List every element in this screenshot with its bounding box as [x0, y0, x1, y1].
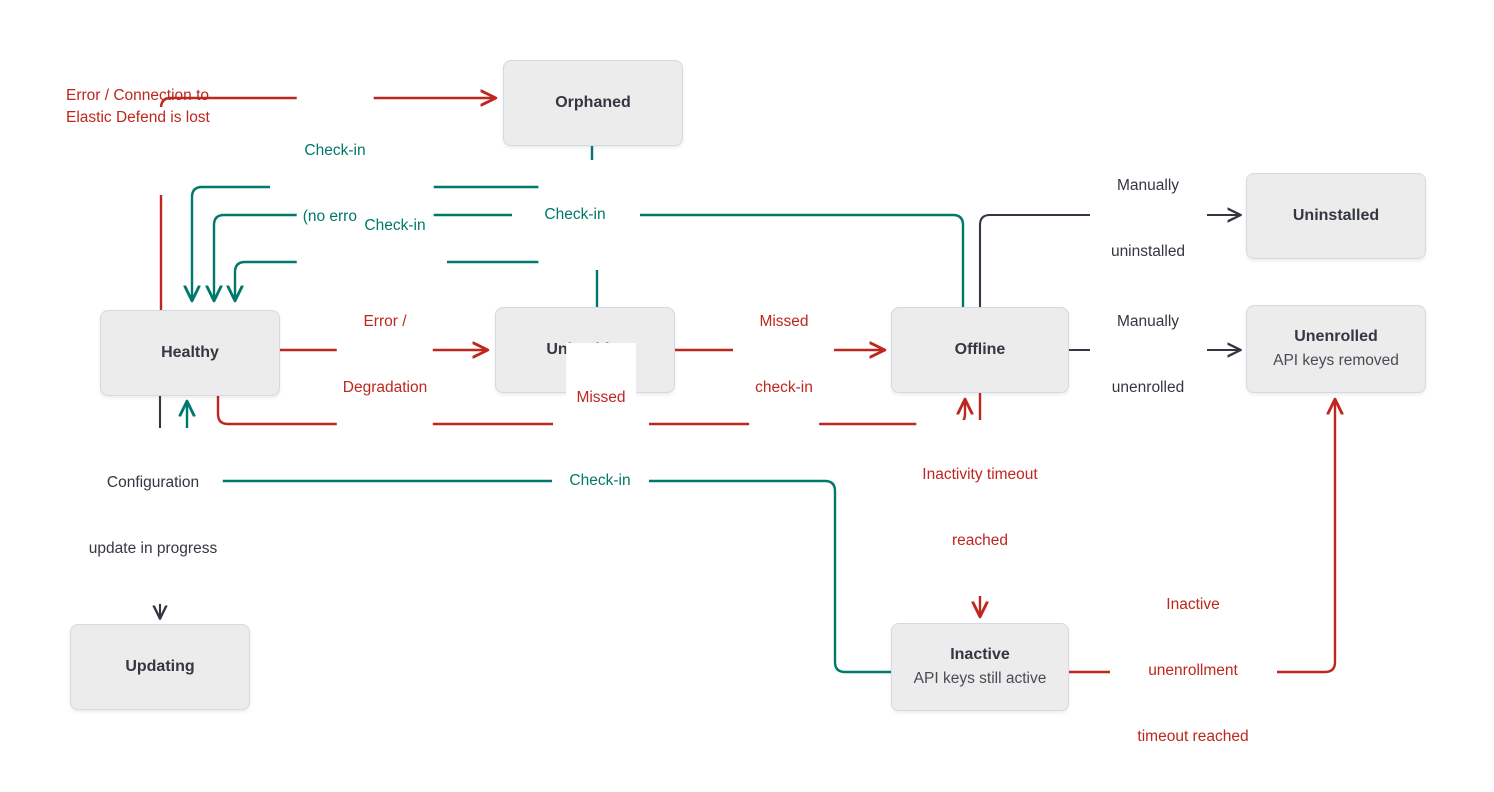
edge-label-offline-to-inactive: Inactivity timeout reached	[916, 420, 1044, 596]
edge-label-offline-to-inactive-line2: reached	[951, 532, 1008, 549]
node-offline[interactable]: Offline	[891, 307, 1069, 393]
edge-label-offline-to-inactive-line1: Inactivity timeout	[922, 466, 1038, 483]
edge-label-offline-to-uninstalled-line2: uninstalled	[1110, 243, 1186, 260]
edge-label-healthy-to-updating: Configuration update in progress	[82, 428, 224, 604]
edge-orphaned-to-healthy-b	[192, 185, 270, 300]
state-diagram: Orphaned Healthy Unhealthy Offline Unins…	[66, 60, 1426, 745]
edge-label-healthy-to-unhealthy-line2: Degradation	[342, 379, 428, 396]
node-healthy[interactable]: Healthy	[100, 310, 280, 396]
node-inactive-title: Inactive	[950, 645, 1010, 663]
edge-offline-to-healthy-b	[214, 213, 512, 300]
edge-label-orphaned-to-healthy-line1: Check-in	[304, 142, 366, 159]
node-inactive[interactable]: Inactive API keys still active	[891, 623, 1069, 711]
edge-label-offline-to-unenrolled: Manually unenrolled	[1105, 267, 1191, 443]
node-updating[interactable]: Updating	[70, 624, 250, 710]
edge-label-healthy-to-orphaned-line2: Elastic Defend is lost	[66, 109, 210, 126]
edge-label-offline-to-unenrolled-line2: unenrolled	[1111, 379, 1185, 396]
edge-label-offline-to-healthy-line1: Check-in	[544, 206, 606, 223]
edge-healthy-to-offline-a	[216, 396, 553, 426]
edge-label-unhealthy-to-offline-line2: check-in	[755, 379, 813, 396]
edge-label-healthy-to-unhealthy: Error / Degradation	[336, 267, 434, 443]
node-unenrolled-subtitle: API keys removed	[1273, 351, 1399, 369]
edge-label-offline-to-healthy: Check-in	[538, 160, 612, 270]
node-uninstalled-title: Uninstalled	[1292, 207, 1380, 224]
edge-label-offline-to-uninstalled-line1: Manually	[1116, 177, 1180, 194]
edge-label-inactive-to-healthy: Check-in	[563, 426, 637, 536]
edge-offline-to-healthy-a	[640, 213, 965, 307]
edge-inactive-to-unenrolled-b	[1277, 400, 1335, 674]
node-uninstalled[interactable]: Uninstalled	[1246, 173, 1426, 259]
node-orphaned-title: Orphaned	[555, 94, 631, 111]
node-unenrolled-title: Unenrolled	[1294, 327, 1378, 345]
edge-label-healthy-to-offline-line1: Missed	[576, 389, 626, 406]
edge-unhealthy-to-healthy-b	[235, 260, 344, 300]
edge-label-inactive-to-unenrolled-line1: Inactive	[1166, 596, 1220, 613]
node-inactive-subtitle: API keys still active	[913, 669, 1047, 687]
edge-inactive-to-healthy-a	[649, 479, 891, 674]
edge-label-healthy-to-unhealthy-line1: Error /	[363, 313, 407, 330]
edge-offline-to-uninstalled-a	[978, 213, 1090, 307]
edge-label-inactive-to-unenrolled: Inactive unenrollment timeout reached	[1131, 550, 1255, 792]
edge-label-healthy-to-updating-line1: Configuration	[106, 474, 200, 491]
edge-label-inactive-to-healthy-line1: Check-in	[569, 472, 631, 489]
edge-label-offline-to-unenrolled-line1: Manually	[1116, 313, 1180, 330]
node-healthy-title: Healthy	[161, 344, 219, 361]
edge-label-inactive-to-unenrolled-line3: timeout reached	[1137, 728, 1249, 745]
node-offline-title: Offline	[954, 341, 1006, 358]
edge-label-unhealthy-to-offline: Missed check-in	[749, 267, 819, 443]
edge-label-healthy-to-updating-line2: update in progress	[88, 540, 218, 557]
edge-label-healthy-to-orphaned-line1: Error / Connection to	[66, 87, 210, 104]
edge-label-inactive-to-unenrolled-line2: unenrollment	[1148, 662, 1238, 679]
edge-label-unhealthy-to-healthy-line1: Check-in	[364, 217, 426, 234]
node-updating-title: Updating	[125, 658, 195, 675]
node-unenrolled[interactable]: Unenrolled API keys removed	[1246, 305, 1426, 393]
node-orphaned[interactable]: Orphaned	[503, 60, 683, 146]
edge-label-healthy-to-orphaned: Error / Connection to Elastic Defend is …	[66, 87, 210, 195]
edge-label-unhealthy-to-offline-line1: Missed	[759, 313, 809, 330]
